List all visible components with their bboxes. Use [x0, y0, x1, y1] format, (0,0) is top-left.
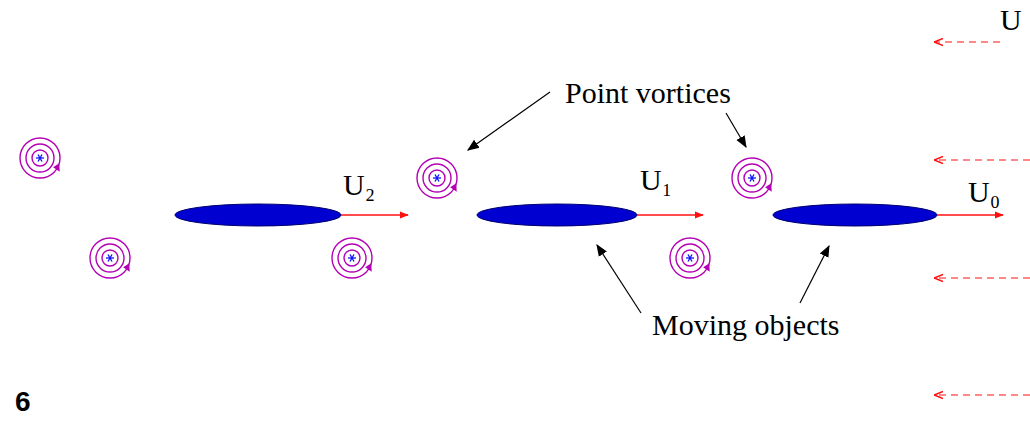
point-vortex	[670, 238, 710, 278]
free-stream-arrow	[935, 394, 1030, 395]
point-vortex	[732, 158, 772, 198]
point-vortex	[20, 138, 60, 178]
velocity-arrow	[341, 214, 408, 216]
leader-line	[726, 113, 746, 147]
velocity-label: U₁	[640, 165, 672, 195]
point-vortex	[417, 158, 457, 198]
velocity-arrow	[937, 214, 1003, 216]
free-stream-arrow	[935, 41, 1000, 42]
callout-label: Point vortices	[565, 78, 731, 108]
moving-object	[773, 204, 937, 226]
callout-label: Moving objects	[652, 310, 840, 340]
point-vortex	[90, 238, 130, 278]
point-vortex	[332, 238, 372, 278]
figure-number: 6	[15, 388, 31, 416]
leader-line	[597, 245, 641, 313]
moving-object	[175, 204, 341, 226]
leader-line	[468, 92, 550, 150]
leader-line	[800, 246, 829, 303]
velocity-label: U	[1000, 5, 1022, 35]
free-stream-arrow	[935, 159, 1030, 160]
free-stream-arrow	[935, 277, 1030, 278]
velocity-arrow	[637, 214, 703, 216]
velocity-label: U₀	[968, 177, 1000, 207]
moving-object	[477, 204, 637, 226]
velocity-label: U₂	[343, 170, 375, 200]
